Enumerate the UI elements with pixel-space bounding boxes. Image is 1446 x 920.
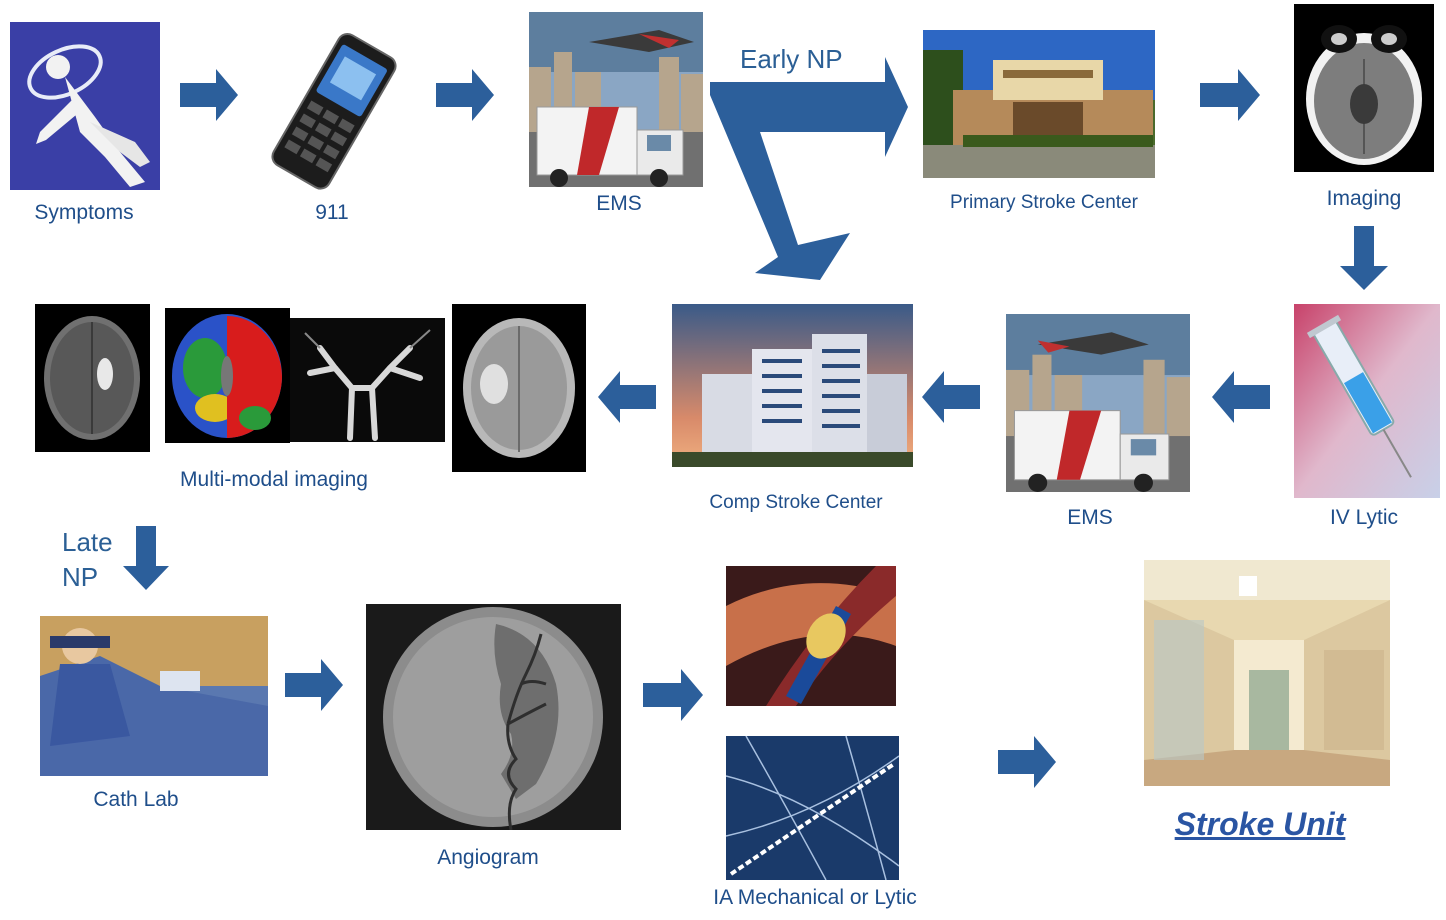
ia-mechanical-lytic-label: IA Mechanical or Lytic (713, 886, 917, 909)
stent-retriever-photo (726, 736, 899, 880)
cath-lab-photo (40, 616, 268, 776)
angiogram-photo (366, 604, 621, 830)
arrow-right-icon (180, 66, 238, 124)
cath-lab-label: Cath Lab (93, 788, 179, 811)
multimodal-imaging-label: Multi-modal imaging (180, 468, 368, 491)
arrow-down-icon (123, 526, 169, 590)
early-np-label: Early NP (740, 44, 843, 74)
arrow-right-icon (998, 733, 1056, 791)
brain-mri-gray-photo (452, 304, 586, 472)
imaging-label: Imaging (1326, 187, 1402, 210)
ems-top-label: EMS (596, 192, 642, 215)
iv-lytic-label: IV Lytic (1329, 506, 1399, 529)
hospital-building-photo (923, 30, 1155, 178)
brain-ct-scan-photo (1294, 4, 1434, 172)
primary-stroke-center-label: Primary Stroke Center (950, 192, 1138, 213)
np-label: NP (62, 562, 99, 592)
falling-person-icon (10, 22, 160, 190)
thrombectomy-device-photo (726, 566, 896, 706)
brain-mri-dwi-photo (35, 304, 150, 452)
arrow-left-icon (922, 368, 980, 426)
call-911-label: 911 (315, 201, 349, 224)
angiogram-label: Angiogram (437, 846, 539, 869)
ambulance-photo (1006, 314, 1190, 492)
arrow-right-icon (436, 66, 494, 124)
arrow-left-icon (1212, 368, 1270, 426)
late-label: Late (62, 527, 113, 557)
split-arrow-icon (700, 45, 920, 285)
arrow-left-icon (598, 368, 656, 426)
hospital-tower-photo (672, 304, 913, 467)
stroke-unit-label: Stroke Unit (1174, 806, 1346, 842)
mobile-phone-icon (243, 28, 423, 193)
syringe-photo (1294, 304, 1440, 498)
ems-mid-label: EMS (1067, 506, 1113, 529)
brain-angiography-mra-photo (290, 318, 445, 442)
symptoms-label: Symptoms (34, 201, 134, 224)
ward-corridor-photo (1144, 560, 1390, 786)
brain-perfusion-map-photo (165, 308, 290, 443)
arrow-right-icon (1200, 66, 1260, 124)
comp-stroke-center-label: Comp Stroke Center (709, 492, 883, 513)
arrow-down-icon (1340, 226, 1388, 290)
ambulance-photo (529, 12, 703, 187)
arrow-right-icon (285, 656, 343, 714)
arrow-right-icon (643, 666, 703, 724)
